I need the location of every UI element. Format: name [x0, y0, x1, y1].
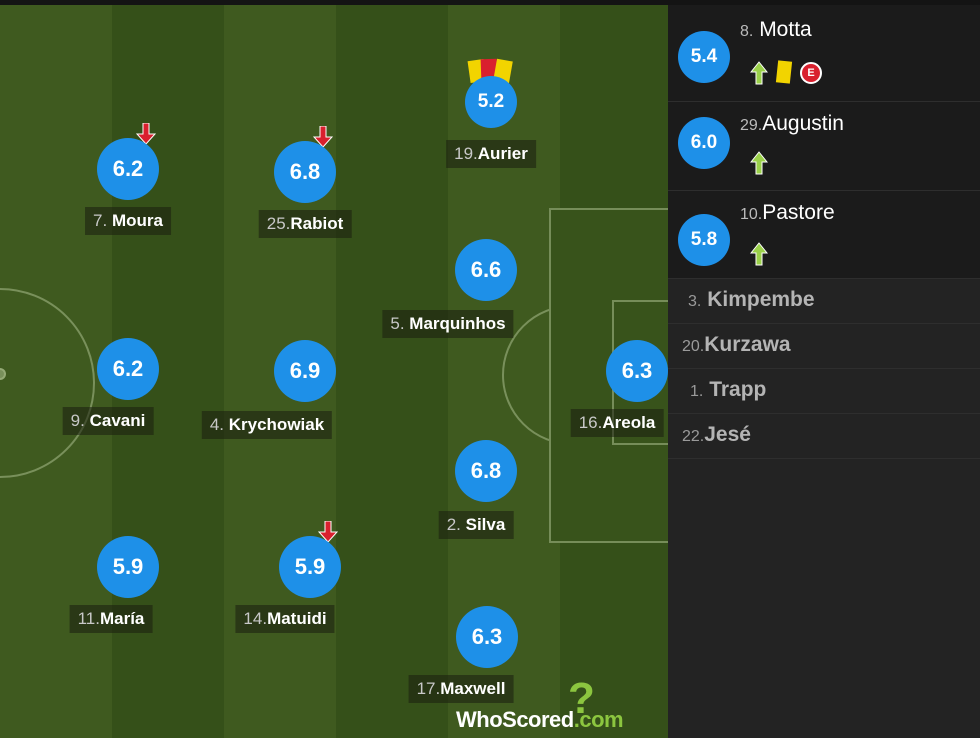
- player-rating: 6.2: [97, 138, 159, 200]
- player-name-label: 2. Silva: [438, 511, 514, 539]
- player-rating: 6.6: [455, 239, 517, 301]
- player-name-label: 9. Cavani: [62, 407, 154, 435]
- player-rating: 5.2: [465, 76, 517, 128]
- bench-name: 22.Jesé: [682, 423, 751, 446]
- player-name-label: 19.Aurier: [446, 140, 536, 168]
- player-name-label: 16.Areola: [570, 409, 664, 437]
- substitutes-panel: 5.4 8. Motta E 6.0 29.Augustin 5.8 10.Pa…: [668, 5, 980, 738]
- sub-row-motta[interactable]: 5.4 8. Motta E: [668, 5, 980, 102]
- bench-row-kurzawa[interactable]: 20.Kurzawa: [668, 324, 980, 369]
- bench-name: 1. Trapp: [690, 378, 767, 401]
- player-name-label: 11.María: [69, 605, 153, 633]
- sub-on-arrow-icon: [750, 61, 768, 85]
- center-circle: [0, 288, 95, 478]
- player-name-label: 4. Krychowiak: [201, 411, 333, 439]
- player-name-label: 14.Matuidi: [235, 605, 335, 633]
- pitch: 6.2 7. Moura 6.8 25.Rabiot 5.2 19.Aurier…: [0, 5, 668, 738]
- top-border: [0, 0, 980, 5]
- logo-text: WhoScored.com: [456, 707, 624, 732]
- bench-name: 3. Kimpembe: [688, 288, 815, 311]
- sub-on-arrow-icon: [750, 151, 768, 175]
- sub-off-arrow-icon: [318, 521, 338, 543]
- player-name-label: 17.Maxwell: [408, 675, 514, 703]
- sub-rating: 5.4: [678, 31, 730, 83]
- sub-name: 10.Pastore: [740, 201, 835, 224]
- sub-name: 8. Motta: [740, 18, 812, 41]
- bench-row-kimpembe[interactable]: 3. Kimpembe: [668, 279, 980, 324]
- logo-question-mark: ?: [568, 674, 595, 723]
- sub-rating: 5.8: [678, 214, 730, 266]
- center-spot: [0, 368, 6, 380]
- player-name-label: 7. Moura: [85, 207, 171, 235]
- yellow-card-icon: [775, 60, 793, 84]
- bench-row-trapp[interactable]: 1. Trapp: [668, 369, 980, 414]
- sub-icons: [750, 242, 768, 266]
- sub-icons: E: [750, 60, 822, 86]
- whoscored-logo: ? WhoScored.com: [456, 677, 656, 737]
- player-rating: 6.3: [456, 606, 518, 668]
- player-rating: 5.9: [97, 536, 159, 598]
- player-rating: 6.2: [97, 338, 159, 400]
- player-name-label: 5. Marquinhos: [382, 310, 514, 338]
- sub-icons: [750, 151, 768, 175]
- sub-row-pastore[interactable]: 5.8 10.Pastore: [668, 191, 980, 279]
- player-rating: 6.8: [455, 440, 517, 502]
- bench-name: 20.Kurzawa: [682, 333, 791, 356]
- sub-on-arrow-icon: [750, 242, 768, 266]
- player-rating: 6.3: [606, 340, 668, 402]
- sub-off-arrow-icon: [136, 123, 156, 145]
- bench-row-jese[interactable]: 22.Jesé: [668, 414, 980, 459]
- player-rating: 6.8: [274, 141, 336, 203]
- sub-row-augustin[interactable]: 6.0 29.Augustin: [668, 102, 980, 191]
- error-icon: E: [800, 62, 822, 84]
- player-rating: 5.9: [279, 536, 341, 598]
- sub-name: 29.Augustin: [740, 112, 844, 135]
- player-name-label: 25.Rabiot: [258, 210, 352, 238]
- sub-rating: 6.0: [678, 117, 730, 169]
- sub-off-arrow-icon: [313, 126, 333, 148]
- player-rating: 6.9: [274, 340, 336, 402]
